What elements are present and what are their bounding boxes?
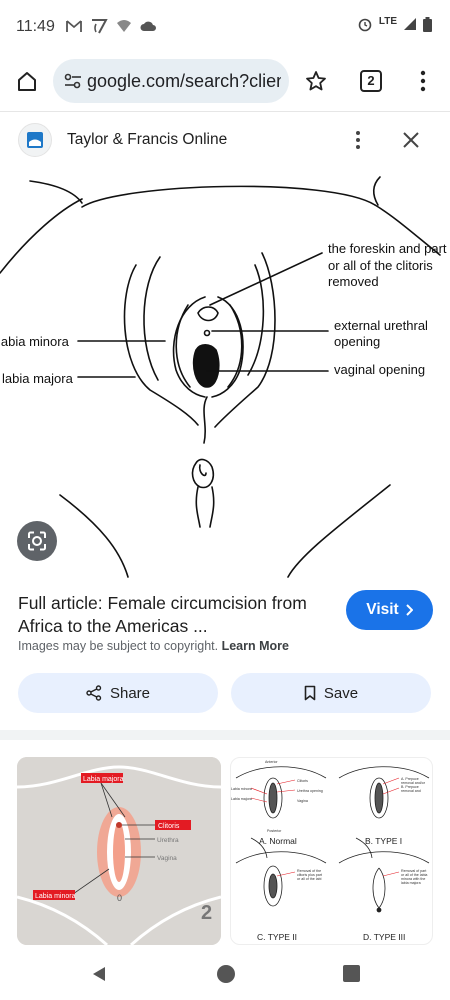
thumb1-number: 2	[201, 902, 212, 924]
thumb1-clitoris: Clitoris	[158, 823, 180, 830]
app-seven-icon	[92, 19, 108, 34]
label-urethral-2: opening	[334, 334, 380, 349]
svg-text:Posterior: Posterior	[267, 829, 282, 833]
cloud-icon	[140, 21, 156, 31]
home-nav-icon[interactable]	[216, 964, 236, 984]
gmail-icon	[66, 20, 82, 32]
more-options-icon[interactable]	[419, 70, 427, 92]
copyright-text: Images may be subject to copyright.	[18, 639, 219, 653]
google-lens-button[interactable]	[17, 521, 57, 561]
label-clitoris-2: or all of the clitoris	[328, 258, 433, 273]
source-header: Taylor & Francis Online	[0, 113, 450, 165]
svg-text:Removal of part: Removal of part	[401, 869, 426, 873]
system-nav-bar	[0, 950, 450, 1000]
network-type: LTE	[378, 15, 397, 27]
home-icon[interactable]	[16, 70, 38, 92]
svg-text:Removal of the: Removal of the	[297, 869, 321, 873]
copyright-notice: Images may be subject to copyright. Lear…	[18, 639, 289, 653]
article-info: Full article: Female circumcision from A…	[0, 586, 450, 666]
svg-text:removal and/or: removal and/or	[401, 781, 426, 785]
lens-icon	[28, 531, 46, 551]
article-title[interactable]: Full article: Female circumcision from A…	[18, 593, 307, 636]
close-icon[interactable]	[402, 131, 420, 149]
status-time: 11:49	[16, 18, 55, 35]
alarm-icon	[358, 18, 372, 32]
svg-text:B. Prepuce: B. Prepuce	[401, 785, 419, 789]
svg-text:removal and: removal and	[401, 789, 421, 793]
svg-text:Labia majora: Labia majora	[231, 797, 252, 801]
battery-icon	[423, 16, 432, 32]
chevron-right-icon	[406, 604, 413, 616]
bookmark-star-icon[interactable]	[305, 70, 327, 92]
source-name: Taylor & Francis Online	[67, 131, 228, 148]
main-image-preview[interactable]: the foreskin and part or all of the clit…	[0, 165, 450, 585]
thumb1-labia-minora: Labia minora	[35, 893, 76, 900]
publisher-logo	[18, 123, 52, 157]
label-urethral-1: external urethral	[334, 318, 428, 333]
anatomy-illustration: the foreskin and part or all of the clit…	[0, 176, 447, 578]
svg-text:minora with the: minora with the	[401, 877, 425, 881]
thumb2-type2: C. TYPE II	[257, 932, 297, 942]
label-clitoris-3: removed	[328, 274, 379, 289]
share-label: Share	[109, 684, 151, 702]
thumb2-type1: B. TYPE I	[365, 836, 402, 846]
svg-text:or all of the labi: or all of the labi	[297, 877, 322, 881]
svg-text:labia majora: labia majora	[401, 881, 421, 885]
browser-toolbar: google.com/search?clien 2	[0, 52, 450, 112]
svg-text:or all of the labia: or all of the labia	[401, 873, 427, 877]
svg-text:Urethra opening: Urethra opening	[297, 789, 323, 793]
thumb1-illustration: Labia majora Clitoris Urethra Vagina Lab…	[17, 757, 221, 945]
tab-switcher-button[interactable]: 2	[360, 70, 382, 92]
thumb2-normal: A. Normal	[259, 836, 297, 846]
svg-text:Anterior: Anterior	[265, 760, 278, 764]
section-divider	[0, 730, 450, 740]
label-vaginal: vaginal opening	[334, 362, 425, 377]
url-text: google.com/search?clien	[87, 71, 281, 91]
back-icon[interactable]	[90, 965, 108, 983]
svg-text:Labia minora: Labia minora	[231, 787, 252, 791]
thumb2-type3: D. TYPE III	[363, 932, 405, 942]
bookmark-icon	[304, 685, 316, 701]
share-button[interactable]: Share	[18, 673, 218, 713]
thumb1-urethra: Urethra	[157, 837, 179, 844]
share-icon	[86, 685, 102, 701]
url-bar[interactable]: google.com/search?clien	[53, 59, 289, 103]
more-vert-icon[interactable]	[355, 130, 361, 150]
svg-text:clitoris plus part: clitoris plus part	[297, 873, 322, 877]
signal-icon	[404, 18, 416, 30]
thumb1-zero: 0	[117, 893, 122, 903]
learn-more-link[interactable]: Learn More	[221, 639, 289, 653]
svg-text:Clitoris: Clitoris	[297, 779, 308, 783]
site-settings-icon[interactable]	[64, 73, 82, 89]
label-labia-majora: labia majora	[2, 371, 74, 386]
label-clitoris-1: the foreskin and part	[328, 241, 447, 256]
thumb1-labia-majora: Labia majora	[83, 776, 124, 783]
save-label: Save	[323, 684, 359, 702]
visit-button[interactable]: Visit	[346, 590, 433, 630]
svg-text:A. Prepuce: A. Prepuce	[401, 777, 419, 781]
related-image-1[interactable]: Labia majora Clitoris Urethra Vagina Lab…	[17, 757, 221, 945]
wifi-icon	[117, 20, 131, 32]
recents-icon[interactable]	[343, 965, 360, 982]
visit-label: Visit	[366, 601, 399, 618]
label-labia-minora: labia minora	[0, 334, 70, 349]
save-button[interactable]: Save	[231, 673, 431, 713]
status-bar: 11:49 LTE	[0, 0, 450, 52]
thumb1-vagina: Vagina	[157, 855, 177, 862]
svg-text:Vagina: Vagina	[297, 799, 308, 803]
